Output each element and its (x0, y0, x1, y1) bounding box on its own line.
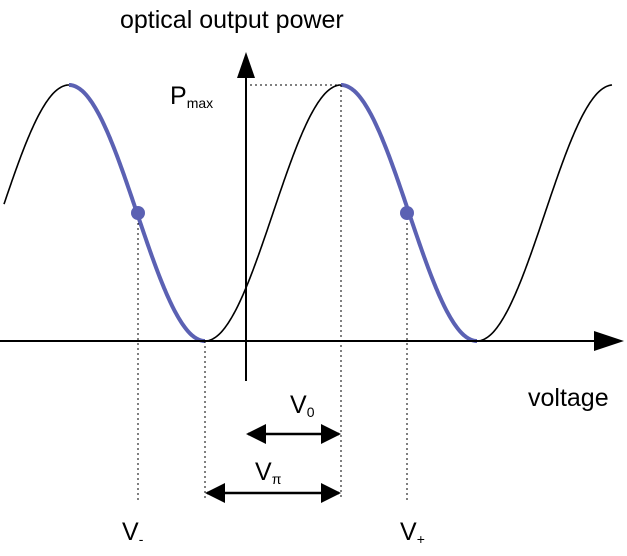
vplus-label: V+ (400, 518, 425, 547)
operating-point-left (131, 206, 145, 220)
vpi-label: Vπ (255, 458, 282, 487)
v0-label: V0 (290, 391, 315, 420)
x-axis-arrowhead (594, 331, 624, 351)
transfer-curve (3, 84, 613, 342)
operating-point-right (400, 206, 414, 220)
y-axis-arrowhead (237, 52, 255, 78)
pmax-label: Pmax (170, 82, 213, 111)
y-axis-title: optical output power (120, 6, 344, 34)
vminus-label: V- (122, 518, 144, 547)
dotted-guides (137, 84, 408, 500)
x-axis-title: voltage (528, 384, 609, 412)
